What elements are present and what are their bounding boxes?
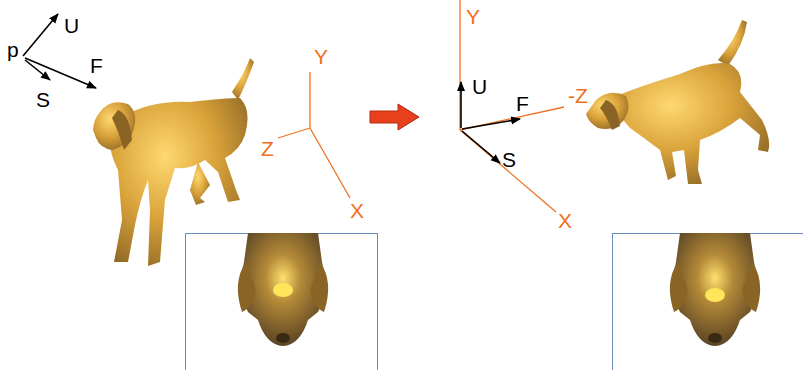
axis-label: X <box>558 209 572 232</box>
axis-label: F <box>516 92 529 115</box>
world-axes <box>460 0 564 212</box>
transform-arrow <box>370 104 419 130</box>
axis-label: p <box>7 38 19 61</box>
dog-face-inset <box>670 233 760 346</box>
dog-face-inset <box>238 233 328 346</box>
axis-label: F <box>90 54 103 77</box>
axis-label: -Z <box>568 84 588 107</box>
dog-model-rear-leg <box>190 162 210 205</box>
axis-label: U <box>472 75 487 98</box>
inset-frame <box>613 234 803 370</box>
dog-model <box>586 20 769 184</box>
axis-label: X <box>350 199 364 222</box>
world-axes <box>278 72 350 198</box>
inset-frame <box>186 234 378 370</box>
axis-label: Y <box>466 5 480 28</box>
axis-label: Y <box>314 45 328 68</box>
camera-frame <box>23 14 96 88</box>
axis-label: S <box>502 148 516 171</box>
axis-label: U <box>64 14 79 37</box>
axis-label: Z <box>261 137 274 160</box>
axis-label: S <box>36 88 50 111</box>
